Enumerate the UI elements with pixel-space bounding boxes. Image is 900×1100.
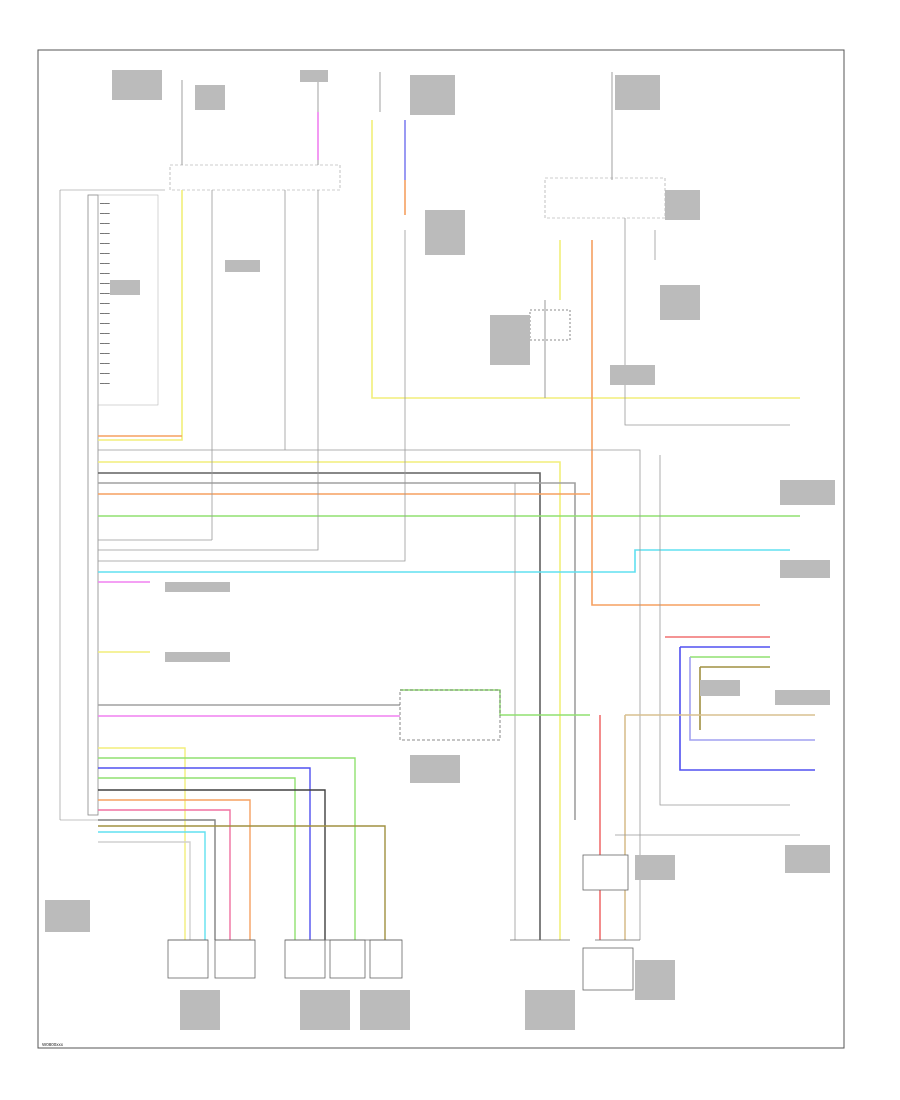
svg-text:━━━━: ━━━━ [99,291,110,296]
sensor-box-left-2 [214,939,256,979]
svg-text:━━━━: ━━━━ [99,251,110,256]
svg-text:━━━━: ━━━━ [99,311,110,316]
svg-text:━━━━: ━━━━ [99,261,110,266]
wires [98,112,800,940]
svg-text:━━━━: ━━━━ [99,361,110,366]
thin-wires [98,190,790,940]
sensor-box-mid-3 [369,939,403,979]
svg-text:━━━━: ━━━━ [99,281,110,286]
module-right-mid [582,854,629,891]
wire-yellow-top-left [98,190,183,441]
sensor-boxes [167,309,634,991]
svg-text:━━━━: ━━━━ [99,301,110,306]
svg-text:━━━━: ━━━━ [99,221,110,226]
svg-text:━━━━: ━━━━ [99,381,110,386]
svg-text:━━━━: ━━━━ [99,351,110,356]
relay-module [529,309,571,341]
wire-cyan-long [98,549,790,573]
svg-text:━━━━: ━━━━ [99,231,110,236]
sensor-box-mid-2 [329,939,366,979]
ecu-block: ━━━━ ━━━━ ━━━━ ━━━━ ━━━━ ━━━━ ━━━━ ━━━━ … [59,189,165,821]
wire-dark-mid [98,472,541,940]
sensor-box-mid-1 [284,939,326,979]
wire-yellow-mid [98,461,561,940]
sensor-wires [98,689,590,940]
wire-gray-mid [98,482,576,820]
ecu-pin-list: ━━━━ ━━━━ ━━━━ ━━━━ ━━━━ ━━━━ ━━━━ ━━━━ … [99,201,110,386]
svg-text:━━━━: ━━━━ [99,321,110,326]
sensor-box-left-1 [167,939,209,979]
svg-text:━━━━: ━━━━ [99,341,110,346]
svg-text:━━━━: ━━━━ [99,271,110,276]
svg-text:━━━━: ━━━━ [99,241,110,246]
svg-text:━━━━: ━━━━ [99,331,110,336]
svg-text:━━━━: ━━━━ [99,211,110,216]
right-connectors [599,636,815,940]
module-right-lower [582,947,634,991]
footer-code: W0800xxx [42,1042,64,1047]
wire-yellow-top-right [371,120,800,399]
module-center [399,689,501,741]
svg-text:━━━━: ━━━━ [99,371,110,376]
svg-text:━━━━: ━━━━ [99,201,110,206]
label-blocks [45,70,835,1030]
diagram-border [37,49,845,1049]
wire-orange-right [591,240,760,606]
